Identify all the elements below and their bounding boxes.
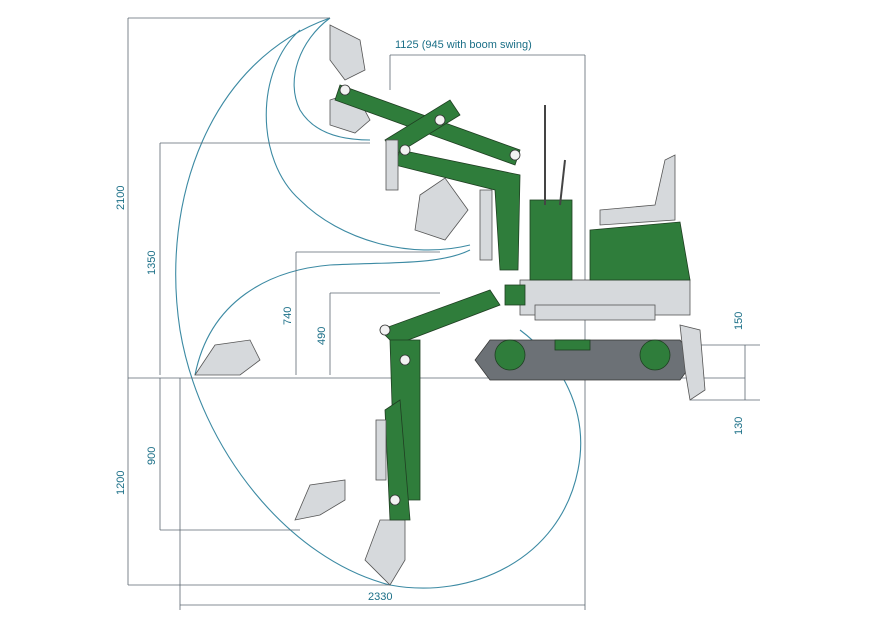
dozer-blade: [679, 324, 706, 401]
label-max-reach: 2330: [368, 591, 392, 603]
arm-lower: [375, 289, 501, 521]
label-max-height: 2100: [115, 186, 127, 210]
bucket-deep: [364, 519, 406, 586]
engine-hood: [589, 221, 691, 281]
arm-upper: [334, 84, 521, 271]
bucket-low: [294, 479, 346, 521]
label-top-reach: 1125 (945 with boom swing): [395, 39, 532, 51]
inner-range-arc: [265, 29, 471, 251]
bucket-top: [329, 24, 366, 81]
label-740: 740: [282, 307, 294, 325]
bucket-outlines: [194, 24, 469, 586]
outer-range-arc: [175, 17, 582, 589]
label-dig-900: 900: [146, 447, 158, 465]
working-range-arcs: [175, 17, 582, 589]
label-blade-down: 130: [733, 417, 745, 435]
label-490: 490: [316, 327, 328, 345]
top-bucket-arc: [293, 17, 371, 141]
label-dump-height: 1350: [146, 251, 158, 275]
label-dig-1200: 1200: [115, 471, 127, 495]
bucket-ground: [194, 339, 261, 376]
track-assembly: [474, 324, 706, 401]
track-belt: [474, 339, 696, 381]
excavator-body: [504, 105, 691, 321]
label-blade-up: 150: [733, 312, 745, 330]
operator-seat: [599, 154, 676, 226]
bucket-mid: [414, 177, 469, 241]
low-arc: [194, 249, 471, 376]
control-tower: [529, 199, 573, 281]
